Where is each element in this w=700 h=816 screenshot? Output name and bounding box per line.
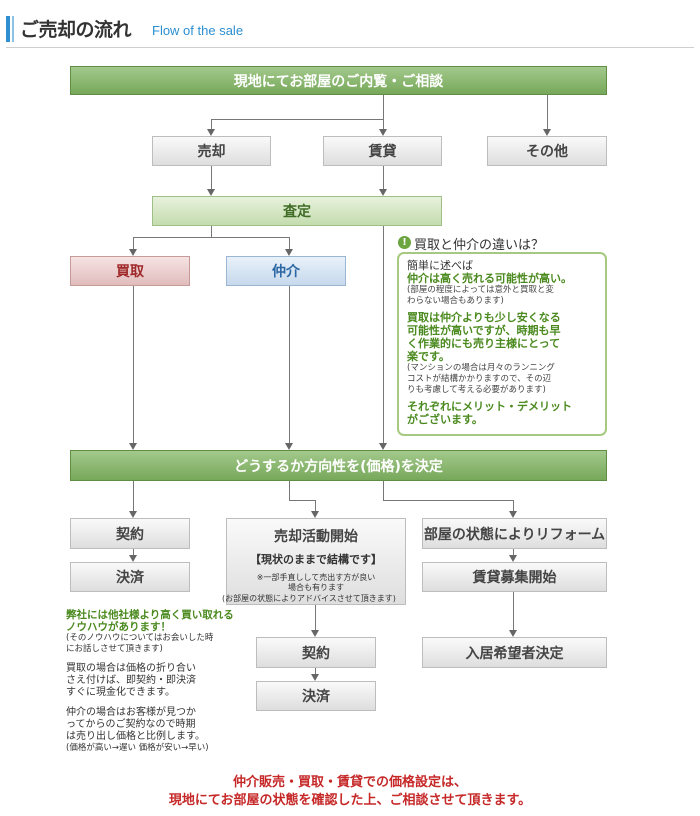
step-decide-direction: どうするか方向性を(価格)を決定: [70, 450, 607, 481]
callout-line: (部屋の程度によっては意外と買取と変: [407, 285, 554, 295]
note-line: は売り出し価格と比例します。: [66, 731, 205, 742]
sale-start-title: 売却活動開始: [274, 529, 358, 545]
step-reform: 部屋の状態によりリフォーム: [422, 518, 607, 549]
callout-title: 買取と仲介の違いは？: [414, 238, 545, 253]
note-line: にお話しさせて頂きます): [66, 644, 163, 654]
step-tenant-decided: 入居希望者決定: [422, 637, 607, 668]
note-line: すぐに現金化できます。: [66, 687, 175, 698]
advice-note: (お部屋の状態によりアドバイスさせて頂きます): [222, 594, 396, 603]
note-line: 仲介の場合はお客様が見つか: [66, 707, 196, 718]
step-settle-purchase: 決済: [70, 562, 190, 592]
callout-line: わらない場合もあります): [407, 296, 504, 306]
step-contract-purchase: 契約: [70, 518, 190, 549]
step-brokerage: 仲介: [226, 256, 346, 286]
page-subtitle: Flow of the sale: [152, 23, 244, 38]
page-title: ご売却の流れ: [20, 19, 132, 41]
note-line: ノウハウがあります！: [66, 621, 171, 633]
callout-line: りも考慮して考える必要があります): [407, 385, 546, 395]
note-line: (そのノウハウについてはお会いした時: [66, 633, 214, 643]
step-appraisal: 査定: [152, 196, 442, 226]
note-line: さえ付けば、即契約・即決済: [66, 675, 196, 686]
note-line: 弊社には他社様より高く買い取れる: [66, 609, 234, 621]
step-inspection: 現地にてお部屋のご内覧・ご相談: [70, 66, 607, 95]
callout-line: く作業的にも売り主様にとって: [407, 337, 561, 350]
callout-line: (マンションの場合は月々のランニング: [407, 363, 555, 373]
step-rental: 賃貸: [323, 136, 442, 166]
header-accent-bar: [6, 16, 10, 42]
step-rent-start: 賃貸募集開始: [422, 562, 607, 592]
sale-start-note-2: 場合も有ります: [288, 583, 344, 592]
step-settle-brokerage: 決済: [256, 681, 376, 711]
purchase-notes: 弊社には他社様より高く買い取れる ノウハウがあります！ (そのノウハウについては…: [66, 609, 256, 754]
header-accent-bar-light: [12, 16, 14, 42]
callout-line: 簡単に述べば: [407, 259, 473, 272]
step-sale-start: 売却活動開始 【現状のままで結構です】 ※一部手直しして売出す方が良い 場合も有…: [226, 518, 406, 605]
note-line: 買取の場合は価格の折り合い: [66, 663, 196, 674]
step-other: その他: [487, 136, 607, 166]
header-divider: [6, 47, 694, 48]
footer-line-1: 仲介販売・買取・賃貸での価格設定は、: [232, 775, 467, 790]
callout-line: 楽です。: [407, 350, 450, 363]
callout-line: 仲介は高く売れる可能性が高い。: [407, 272, 572, 285]
callout-panel: 簡単に述べば 仲介は高く売れる可能性が高い。 (部屋の程度によっては意外と買取と…: [397, 252, 607, 436]
sale-start-note-1: ※一部手直しして売出す方が良い: [256, 573, 376, 582]
callout-line: それぞれにメリット・デメリット: [407, 400, 572, 413]
callout-line: がございます。: [407, 413, 483, 426]
footer-line-2: 現地にてお部屋の状態を確認した上、ご相談させて頂きます。: [168, 793, 532, 808]
callout-line: 買取は仲介よりも少し安くなる: [407, 311, 561, 324]
step-sale: 売却: [152, 136, 271, 166]
exclamation-icon: !: [398, 236, 411, 249]
step-purchase: 買取: [70, 256, 190, 286]
callout-line: 可能性が高いですが、時期も早: [407, 324, 561, 337]
step-contract-brokerage: 契約: [256, 637, 376, 668]
callout-line: コストが結構かかりますので、その辺: [407, 374, 552, 384]
note-line: ってからのご契約なので時期: [66, 719, 196, 730]
sale-start-subtitle: 【現状のままで結構です】: [250, 553, 382, 566]
note-line: (価格が高い→遅い 価格が安い→早い): [66, 743, 209, 753]
